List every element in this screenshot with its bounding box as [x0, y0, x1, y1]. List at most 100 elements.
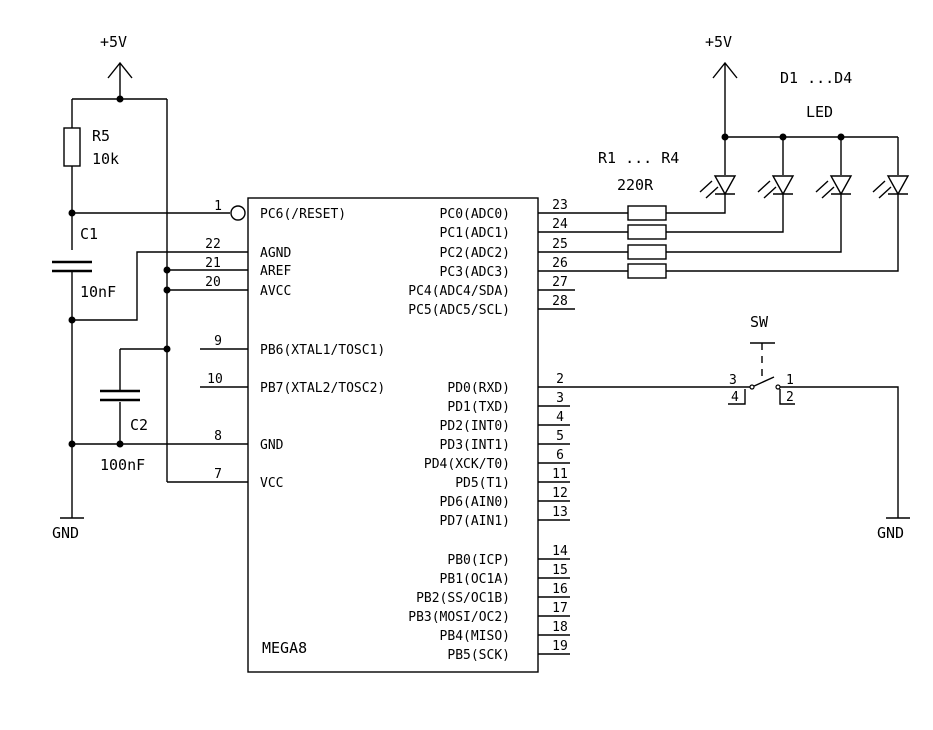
- chip-right-pin-num: 25: [552, 237, 568, 252]
- led-d1: [699, 175, 737, 199]
- chip-left-pin-num: 21: [205, 256, 221, 271]
- switch-wire: [538, 386, 899, 518]
- c2-value: 100nF: [100, 456, 145, 474]
- junction-dot: [68, 316, 76, 324]
- vcc-right: +5V: [705, 33, 738, 175]
- chip-right-pin-num: 24: [552, 217, 568, 232]
- resistor-r2: [627, 224, 667, 240]
- chip-right-pin-label: PD1(TXD): [447, 400, 510, 415]
- gnd-right: GND: [877, 517, 910, 542]
- chip-right-pin-num: 2: [556, 372, 564, 387]
- led-d3: [815, 175, 853, 199]
- chip-right-pin-num: 14: [552, 544, 568, 559]
- c1-name: C1: [80, 225, 98, 243]
- chip-right-pin-num: 23: [552, 198, 568, 213]
- chip-right-pin-label: PD6(AIN0): [440, 495, 510, 510]
- r1-r4-value: 220R: [617, 176, 654, 194]
- vcc-left-label: +5V: [100, 33, 127, 51]
- led-d2: [757, 175, 795, 199]
- reset-inversion-bubble-icon: [230, 205, 246, 221]
- chip-left-pin-label: PC6(/RESET): [260, 207, 346, 222]
- chip-right-pin-label: PD4(XCK/T0): [424, 457, 510, 472]
- r5-value: 10k: [92, 150, 119, 168]
- chip-right-pin-num: 19: [552, 639, 568, 654]
- gnd-right-label: GND: [877, 524, 904, 542]
- junction-dot: [68, 209, 76, 217]
- chip-right-pin-label: PB4(MISO): [440, 629, 510, 644]
- chip-mega8: MEGA8 PC6(/RESET) 1 AGND 22 AREF 21 AVCC…: [205, 197, 568, 673]
- led-diode-icon: [713, 175, 737, 196]
- switch-pin: 4: [731, 390, 739, 405]
- chip-left-pin-num: 22: [205, 237, 221, 252]
- chip-left-pin-label: PB6(XTAL1/TOSC1): [260, 343, 385, 358]
- junction-dot: [163, 345, 171, 353]
- chip-left-pin-num: 9: [214, 334, 222, 349]
- chip-right-pin-num: 11: [552, 467, 568, 482]
- vcc-right-label: +5V: [705, 33, 732, 51]
- chip-right-pin-num: 27: [552, 275, 568, 290]
- led-diode-icon: [771, 175, 795, 196]
- chip-right-pin-label: PB5(SCK): [447, 648, 510, 663]
- r1-r4-name: R1 ... R4: [598, 149, 679, 167]
- switch-sw: SW 3 1 4 2: [728, 313, 795, 405]
- leds-name: D1 ...D4: [780, 69, 852, 87]
- chip-right-pin-label: PB2(SS/OC1B): [416, 591, 510, 606]
- led-light-icon: [757, 180, 777, 199]
- chip-right-pin-label: PB3(MOSI/OC2): [408, 610, 510, 625]
- led-light-icon: [815, 180, 835, 199]
- switch-pin: 1: [786, 373, 794, 388]
- junction-dot: [721, 133, 729, 141]
- led-diode-icon: [829, 175, 853, 196]
- chip-right-pin-num: 6: [556, 448, 564, 463]
- chip-left-pin-num: 7: [214, 467, 222, 482]
- xtal-wires: [200, 348, 248, 388]
- chip-right-pin-num: 12: [552, 486, 568, 501]
- vcc-left-arrow-icon: [107, 61, 133, 99]
- chip-name: MEGA8: [262, 639, 307, 657]
- junction-dot: [837, 133, 845, 141]
- chip-right-pin-num: 13: [552, 505, 568, 520]
- junction-dot: [779, 133, 787, 141]
- chip-left-pin-label: AREF: [260, 264, 291, 279]
- resistor-r3: [627, 244, 667, 260]
- led-anode-bus: [725, 136, 899, 175]
- capacitor-c2: C2 100nF: [100, 348, 167, 474]
- r5-name: R5: [92, 127, 110, 145]
- led-d4: [872, 175, 910, 199]
- chip-left-pin-num: 8: [214, 429, 222, 444]
- led-light-icon: [872, 180, 892, 199]
- switch-actuator-icon: [750, 342, 775, 376]
- led-light-icon: [699, 180, 719, 199]
- switch-pin: 2: [786, 390, 794, 405]
- chip-right-pin-num: 28: [552, 294, 568, 309]
- chip-left-pin-label: AVCC: [260, 284, 291, 299]
- chip-right-pin-label: PD0(RXD): [447, 381, 510, 396]
- resistor-r5: R5 10k: [63, 127, 119, 168]
- chip-right-pin-num: 15: [552, 563, 568, 578]
- chip-right-pin-label: PC3(ADC3): [440, 265, 510, 280]
- chip-right-pin-label: PD2(INT0): [440, 419, 510, 434]
- c2-name: C2: [130, 416, 148, 434]
- resistor-r4: [627, 263, 667, 279]
- chip-right-pin-num: 17: [552, 601, 568, 616]
- resistor-r5-body: [63, 127, 81, 167]
- chip-right-pin-label: PC1(ADC1): [440, 226, 510, 241]
- chip-right-pin-label: PC5(ADC5/SCL): [408, 303, 510, 318]
- chip-right-pin-label: PC4(ADC4/SDA): [408, 284, 510, 299]
- switch-pin: 3: [729, 373, 737, 388]
- chip-left-pin-label: AGND: [260, 246, 291, 261]
- junction-dot: [116, 440, 124, 448]
- chip-right-pin-label: PD5(T1): [455, 476, 510, 491]
- chip-right-pin-label: PB1(OC1A): [440, 572, 510, 587]
- resistor-r1: [627, 205, 667, 221]
- chip-right-pin-num: 5: [556, 429, 564, 444]
- resistors-r1-r4: R1 ... R4 220R: [598, 149, 679, 279]
- led-cathode-wires: [666, 194, 899, 272]
- switch-contact-icon: [751, 376, 775, 388]
- leds-value: LED: [806, 103, 833, 121]
- chip-left-pin-label: VCC: [260, 476, 283, 491]
- chip-right-pin-num: 16: [552, 582, 568, 597]
- chip-body: [247, 197, 539, 673]
- chip-left-pin-label: PB7(XTAL2/TOSC2): [260, 381, 385, 396]
